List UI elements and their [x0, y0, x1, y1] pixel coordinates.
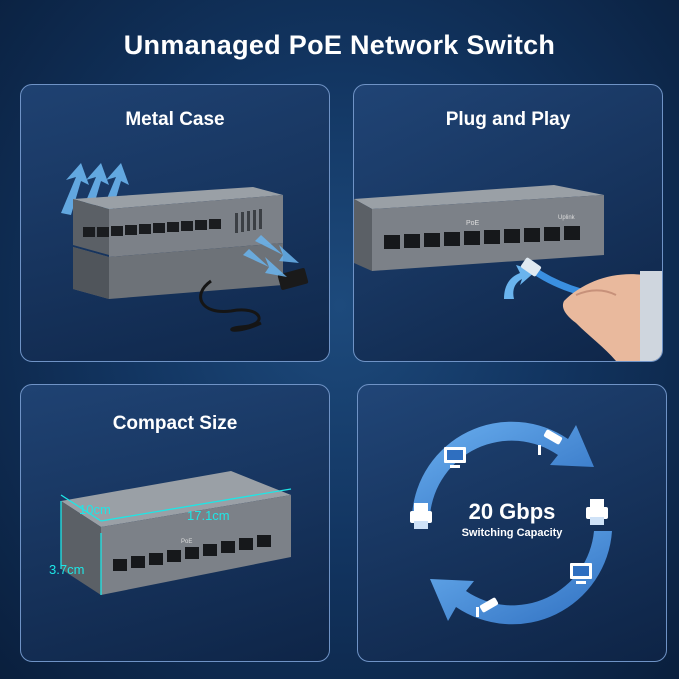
panel-metal-case: Metal Case	[20, 84, 330, 362]
airflow-arrows-down	[243, 235, 299, 277]
panel-title-compact-size: Compact Size	[112, 413, 238, 434]
monitor-icon-right	[570, 563, 592, 584]
poe-label: PoE	[466, 220, 480, 227]
compact-size-illustration: PoE	[60, 471, 292, 595]
power-cable	[199, 279, 262, 332]
sleeve	[640, 271, 662, 361]
panel-plug-and-play: Plug and Play PoE Uplink	[353, 84, 663, 362]
width-dimension-label: 17.1cm	[187, 508, 230, 523]
height-dimension-label: 3.7cm	[49, 562, 85, 577]
printer-icon-right	[586, 499, 608, 525]
switch-top-ports	[83, 219, 221, 237]
switch-compact-ports	[113, 535, 271, 571]
panel-switching-capacity: 20 Gbps Switching Capacity	[357, 384, 667, 662]
vent-grille	[235, 209, 262, 233]
switch-bottom	[73, 243, 283, 299]
panel-compact-size: Compact Size PoE 10cm 17.1cm 3.7cm	[20, 384, 330, 662]
panel-title-metal-case: Metal Case	[125, 109, 225, 130]
depth-dimension-label: 10cm	[79, 502, 111, 517]
network-cycle-illustration	[410, 421, 612, 625]
power-plug	[277, 268, 309, 290]
page-title: Unmanaged PoE Network Switch	[123, 30, 556, 60]
switch-front-ports	[384, 226, 580, 249]
panel-title-plug-and-play: Plug and Play	[445, 109, 571, 130]
insert-arrow	[504, 265, 536, 299]
metal-case-illustration	[61, 163, 309, 332]
hand	[562, 274, 662, 361]
plug-and-play-illustration: PoE Uplink	[354, 185, 662, 361]
switch-compact	[61, 471, 291, 595]
compact-poe-label: PoE	[181, 539, 192, 545]
dimension-lines	[60, 488, 292, 595]
switching-capacity-label: Switching Capacity	[461, 527, 563, 539]
rj45-connector	[520, 257, 542, 277]
monitor-icon	[444, 447, 466, 468]
cycle-arrow-bottom	[430, 531, 612, 625]
uplink-label: Uplink	[558, 215, 576, 221]
cycle-arrow-top	[412, 421, 594, 515]
switching-capacity-value: 20 Gbps	[468, 499, 556, 524]
cctv-camera-icon	[538, 429, 563, 455]
cctv-camera-icon-bottom	[476, 597, 499, 617]
printer-icon	[410, 503, 432, 529]
